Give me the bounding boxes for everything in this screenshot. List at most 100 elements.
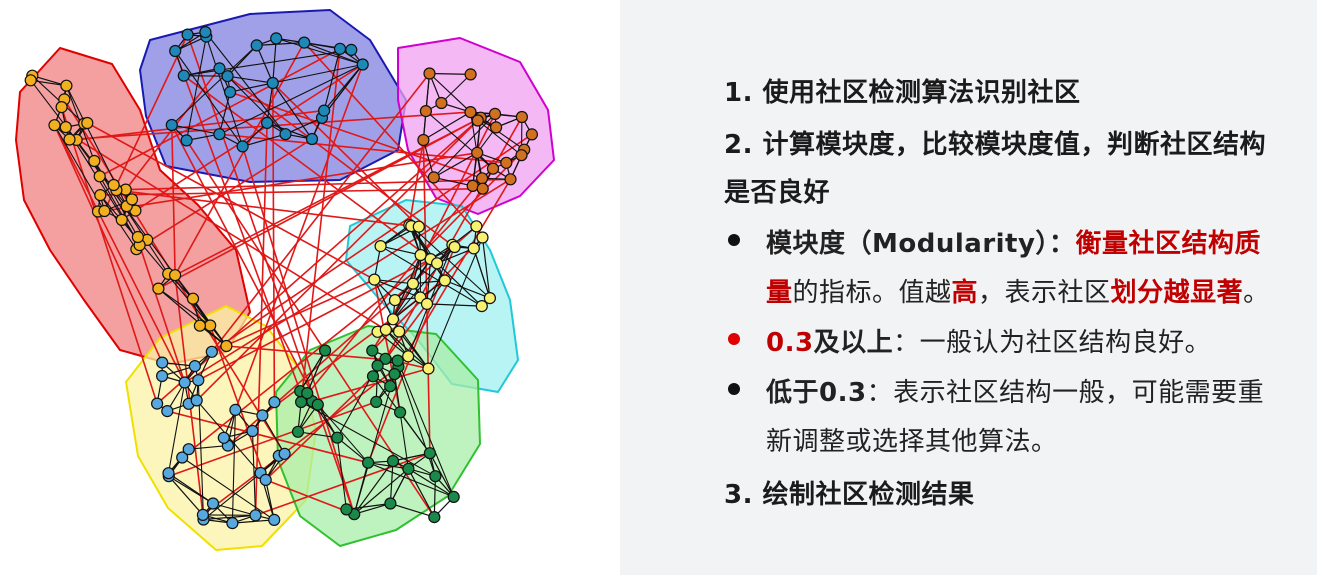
- node-cyan: [380, 324, 391, 335]
- bullet-modularity-line1: 模块度（Modularity）：衡量社区结构质: [766, 223, 1261, 260]
- node-blue: [262, 117, 273, 128]
- node-blue: [178, 70, 189, 81]
- node-yellow: [269, 397, 280, 408]
- node-blue: [222, 71, 233, 82]
- node-blue: [271, 33, 282, 44]
- modularity-term: 模块度（Modularity）：: [766, 229, 1075, 259]
- node-magenta: [491, 122, 502, 133]
- node-cyan: [468, 243, 479, 254]
- node-green: [389, 369, 400, 380]
- node-yellow: [269, 514, 280, 525]
- node-magenta: [420, 106, 431, 117]
- modularity-highlight-high: 高: [952, 278, 979, 308]
- node-yellow: [189, 361, 200, 372]
- node-cyan: [390, 295, 401, 306]
- node-cyan: [369, 274, 380, 285]
- node-yellow: [179, 377, 190, 388]
- node-green: [368, 371, 379, 382]
- step-1-detect-communities: 1. 使用社区检测算法识别社区: [724, 72, 1081, 109]
- network-diagram-panel: [0, 0, 620, 575]
- node-cyan: [477, 232, 488, 243]
- node-red: [99, 206, 110, 217]
- node-blue: [307, 134, 318, 145]
- node-red: [194, 320, 205, 331]
- bullet-dot-modularity: [728, 234, 740, 246]
- node-blue: [166, 120, 177, 131]
- node-magenta: [477, 183, 488, 194]
- modularity-highlight-significant: 划分越显著: [1111, 278, 1244, 308]
- node-blue: [181, 135, 192, 146]
- node-magenta: [472, 147, 483, 158]
- node-blue: [237, 141, 248, 152]
- node-red: [132, 232, 143, 243]
- node-blue: [280, 129, 291, 140]
- node-blue: [346, 44, 357, 55]
- node-cyan: [476, 301, 487, 312]
- node-blue: [319, 105, 330, 116]
- node-red: [82, 118, 93, 129]
- node-yellow: [230, 404, 241, 415]
- node-blue: [299, 37, 310, 48]
- step-3-draw-results: 3. 绘制社区检测结果: [724, 474, 975, 511]
- node-yellow: [206, 346, 217, 357]
- node-yellow: [183, 444, 194, 455]
- node-yellow: [257, 410, 268, 421]
- modularity-text-2: 的指标。值越: [793, 278, 952, 308]
- step-2-continuation: 是否良好: [724, 172, 830, 209]
- node-green: [367, 345, 378, 356]
- intra-edge-blue: [184, 76, 228, 77]
- below-threshold-term: 低于0.3: [766, 378, 867, 408]
- node-blue: [357, 59, 368, 70]
- node-red: [153, 283, 164, 294]
- node-red: [64, 134, 75, 145]
- node-red: [116, 214, 127, 225]
- node-red: [170, 270, 181, 281]
- node-yellow: [247, 426, 258, 437]
- node-magenta: [418, 135, 429, 146]
- node-red: [205, 320, 216, 331]
- node-cyan: [413, 221, 424, 232]
- node-green: [395, 407, 406, 418]
- bullet-threshold-good: 0.3及以上：一般认为社区结构良好。: [766, 322, 1211, 359]
- node-magenta: [505, 174, 516, 185]
- node-magenta: [424, 68, 435, 79]
- node-yellow: [191, 395, 202, 406]
- node-magenta: [501, 157, 512, 168]
- node-red: [61, 80, 72, 91]
- node-yellow: [193, 375, 204, 386]
- node-yellow: [279, 448, 290, 459]
- node-green: [341, 504, 352, 515]
- node-green: [385, 381, 396, 392]
- node-green: [302, 388, 313, 399]
- bullet-below-threshold-line1: 低于0.3：表示社区结构一般，可能需要重: [766, 372, 1264, 409]
- node-magenta: [526, 129, 537, 140]
- bullet-dot-below-threshold: [728, 383, 740, 395]
- node-red: [127, 194, 138, 205]
- node-red: [56, 102, 67, 113]
- bullet-modularity-line2: 量的指标。值越高，表示社区划分越显著。: [766, 272, 1270, 309]
- modularity-highlight-2: 量: [766, 278, 793, 308]
- modularity-definition-highlight: 衡量社区结构质: [1075, 229, 1261, 259]
- node-yellow: [250, 510, 261, 521]
- node-green: [403, 463, 414, 474]
- node-yellow: [227, 518, 238, 529]
- node-cyan: [449, 242, 460, 253]
- community-network-diagram: [0, 0, 620, 575]
- node-green: [371, 396, 382, 407]
- threshold-above: 及以上: [814, 328, 894, 358]
- node-yellow: [260, 474, 271, 485]
- node-red: [188, 293, 199, 304]
- node-magenta: [488, 163, 499, 174]
- node-yellow: [152, 398, 163, 409]
- node-magenta: [465, 69, 476, 80]
- node-green: [372, 360, 383, 371]
- node-green: [429, 512, 440, 523]
- node-green: [320, 345, 331, 356]
- node-red: [89, 156, 100, 167]
- node-magenta: [428, 172, 439, 183]
- node-yellow: [157, 371, 168, 382]
- node-red: [49, 120, 60, 131]
- node-blue: [170, 46, 181, 57]
- node-cyan: [439, 275, 450, 286]
- node-cyan: [422, 298, 433, 309]
